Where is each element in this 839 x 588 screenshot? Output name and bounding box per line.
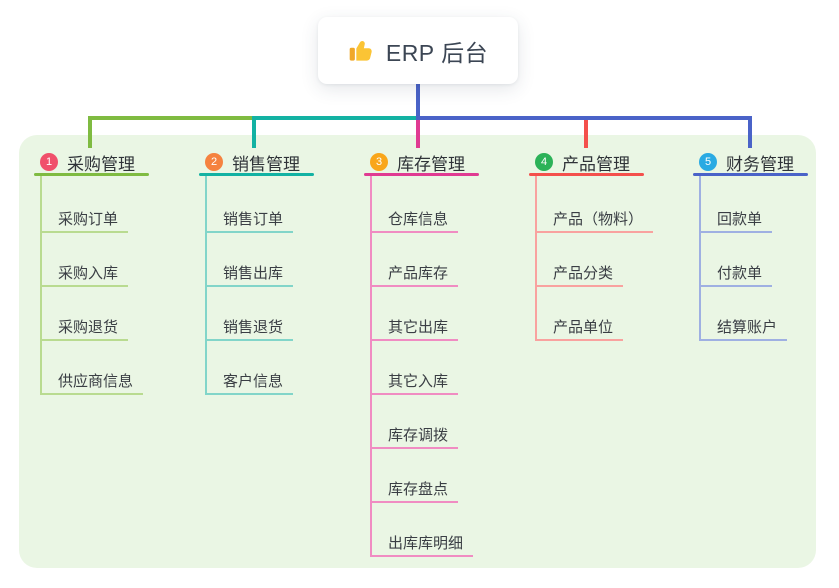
leaf-node[interactable]: 产品分类	[535, 266, 624, 287]
branch-rail	[535, 176, 537, 339]
leaf-node[interactable]: 采购订单	[40, 212, 129, 233]
leaf-node[interactable]: 供应商信息	[40, 374, 144, 395]
leaf-node[interactable]: 仓库信息	[370, 212, 459, 233]
leaf-node[interactable]: 出库库明细	[370, 536, 474, 557]
branch-header-finance[interactable]: 5 财务管理	[699, 151, 794, 174]
branch-number-badge: 5	[699, 153, 717, 171]
branch-label: 库存管理	[397, 154, 465, 174]
branch-label: 采购管理	[67, 154, 135, 174]
branch-label: 销售管理	[232, 154, 300, 174]
branch-rail	[40, 176, 42, 393]
leaf-node[interactable]: 销售出库	[205, 266, 294, 287]
leaf-node[interactable]: 客户信息	[205, 374, 294, 395]
branch-underline	[34, 173, 149, 176]
root-title: ERP 后台	[385, 39, 489, 66]
leaf-node[interactable]: 采购退货	[40, 320, 129, 341]
leaf-node[interactable]: 产品（物料）	[535, 212, 654, 233]
leaf-node[interactable]: 回款单	[699, 212, 773, 233]
branch-rail	[205, 176, 207, 393]
leaf-node[interactable]: 其它出库	[370, 320, 459, 341]
branch-number-badge: 2	[205, 153, 223, 171]
branch-underline	[693, 173, 808, 176]
leaf-node[interactable]: 产品单位	[535, 320, 624, 341]
thumbs-up-icon	[349, 40, 372, 61]
branch-number-badge: 1	[40, 153, 58, 171]
branch-label: 产品管理	[562, 154, 630, 174]
branch-label: 财务管理	[726, 154, 794, 174]
branch-underline	[364, 173, 479, 176]
leaf-node[interactable]: 付款单	[699, 266, 773, 287]
branch-header-sales[interactable]: 2 销售管理	[205, 151, 300, 174]
leaf-node[interactable]: 销售订单	[205, 212, 294, 233]
leaf-node[interactable]: 销售退货	[205, 320, 294, 341]
branch-header-product[interactable]: 4 产品管理	[535, 151, 630, 174]
leaf-node[interactable]: 结算账户	[699, 320, 788, 341]
leaf-node[interactable]: 产品库存	[370, 266, 459, 287]
leaf-node[interactable]: 库存调拨	[370, 428, 459, 449]
leaf-node[interactable]: 库存盘点	[370, 482, 459, 503]
leaf-node[interactable]: 其它入库	[370, 374, 459, 395]
branch-rail	[699, 176, 701, 339]
leaf-node[interactable]: 采购入库	[40, 266, 129, 287]
branch-header-inventory[interactable]: 3 库存管理	[370, 151, 465, 174]
root-node[interactable]: ERP 后台	[318, 17, 518, 84]
branches-background-panel	[19, 135, 816, 568]
branch-number-badge: 3	[370, 153, 388, 171]
branch-underline	[529, 173, 644, 176]
branch-header-purchase[interactable]: 1 采购管理	[40, 151, 135, 174]
branch-number-badge: 4	[535, 153, 553, 171]
branch-rail	[370, 176, 372, 555]
branch-underline	[199, 173, 314, 176]
